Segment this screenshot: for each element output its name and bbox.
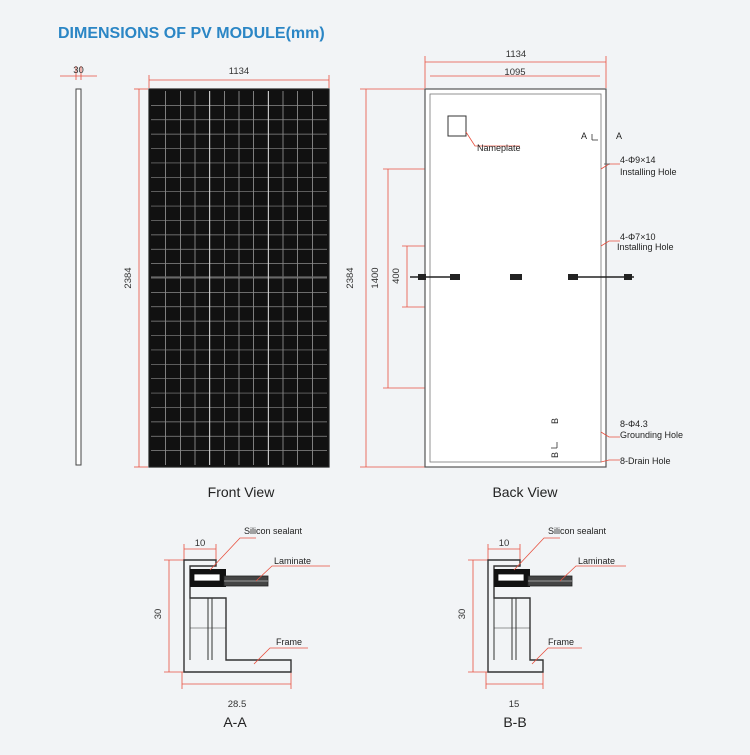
nameplate-box — [447, 115, 467, 137]
junction-box-left — [450, 274, 460, 280]
grounding-hole-text: Grounding Hole — [620, 430, 683, 440]
bb-laminate-label: Laminate — [578, 556, 615, 566]
connector-left — [418, 274, 426, 280]
connector-right — [624, 274, 632, 280]
bb-section-label: B-B — [503, 714, 526, 730]
aa-laminate-label: Laminate — [274, 556, 311, 566]
hole-spacing-label: 1400 — [370, 267, 381, 288]
junction-box-right — [568, 274, 578, 280]
bb-bottom-width-label: 15 — [509, 699, 520, 710]
side-view: 30 — [60, 65, 97, 466]
nameplate-label: Nameplate — [477, 143, 521, 153]
section-a-marker-right: A — [616, 131, 622, 141]
back-frame-inner — [429, 93, 602, 463]
back-inner-width-label: 1095 — [504, 67, 525, 78]
back-view: 1134 1095 2384 1400 400 Nameplate A A B — [345, 49, 683, 468]
page-title: DIMENSIONS OF PV MODULE(mm) — [58, 25, 325, 42]
bb-frame-label: Frame — [548, 637, 574, 647]
drain-hole-text: 8-Drain Hole — [620, 456, 671, 466]
back-view-label: Back View — [492, 484, 558, 500]
installing-hole-1-text: Installing Hole — [620, 167, 677, 177]
section-a-marker-left: A — [581, 131, 587, 141]
back-outer-width-label: 1134 — [506, 49, 526, 60]
section-b-marker-bottom: B — [550, 452, 560, 458]
section-b-marker-top: B — [550, 418, 560, 424]
back-height-label: 2384 — [345, 267, 356, 288]
aa-bottom-width-label: 28.5 — [228, 699, 247, 710]
aa-section-label: A-A — [223, 714, 247, 730]
grounding-hole-spec: 8-Φ4.3 — [620, 419, 648, 429]
cell-grid — [151, 91, 327, 465]
aa-top-width-label: 10 — [195, 538, 206, 549]
junction-box-center — [510, 274, 522, 280]
aa-frame-label: Frame — [276, 637, 302, 647]
aa-height-label: 30 — [153, 609, 164, 620]
side-thickness-label: 30 — [73, 65, 84, 76]
front-width-label: 1134 — [229, 66, 249, 77]
installing-hole-1-spec: 4-Φ9×14 — [620, 155, 655, 165]
section-bb: 10 30 15 Silicon sealant Laminate Frame — [457, 526, 626, 710]
aa-sealant-label: Silicon sealant — [244, 526, 303, 536]
installing-hole-2-text: Installing Hole — [617, 242, 674, 252]
hole-spacing-small-label: 400 — [391, 268, 402, 284]
side-profile — [75, 88, 82, 466]
bb-height-label: 30 — [457, 609, 468, 620]
bb-sealant-label: Silicon sealant — [548, 526, 607, 536]
section-aa: 10 30 28.5 Silicon sealant Laminate Fram… — [153, 526, 330, 710]
front-view: 1134 2384 — [123, 66, 330, 468]
front-view-label: Front View — [208, 484, 276, 500]
installing-hole-2-spec: 4-Φ7×10 — [620, 232, 655, 242]
front-height-label: 2384 — [123, 267, 134, 288]
bb-top-width-label: 10 — [499, 538, 510, 549]
